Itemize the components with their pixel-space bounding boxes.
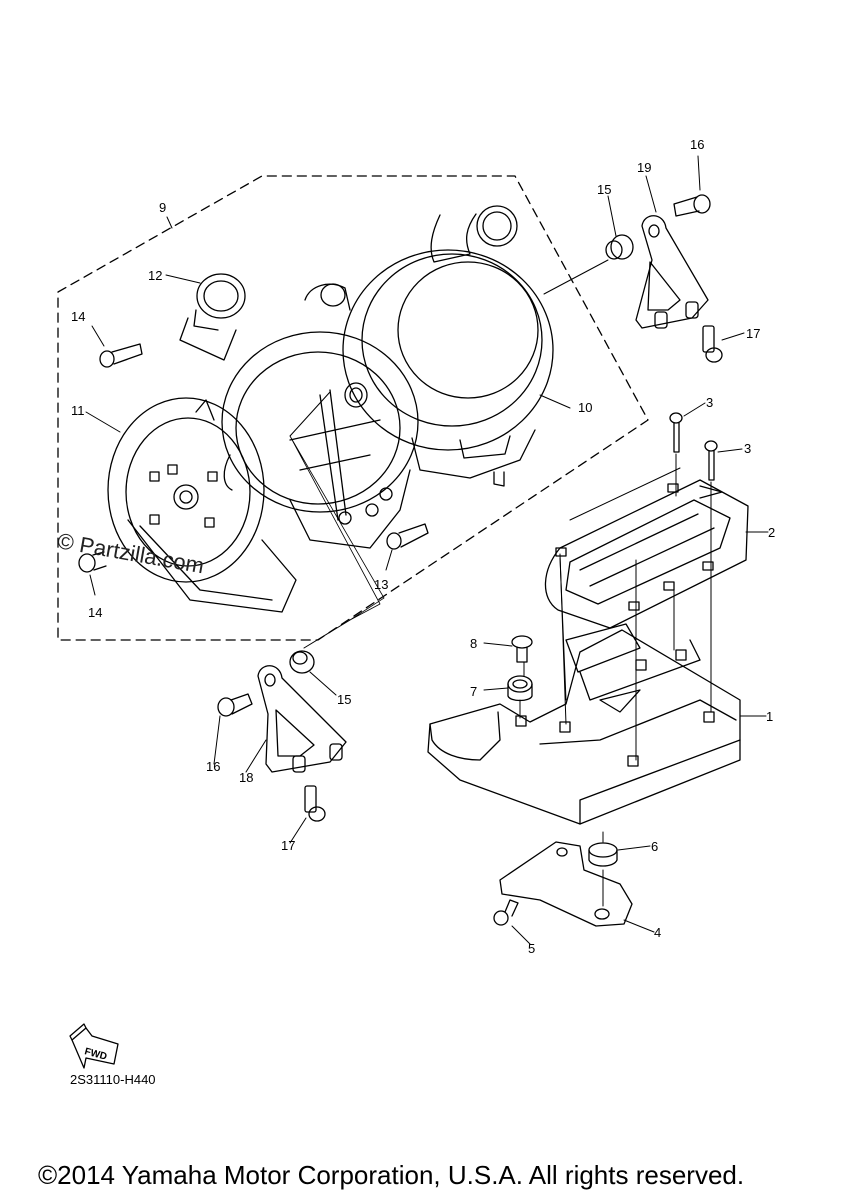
callout-18: 18 (239, 770, 253, 785)
callout-14a: 14 (71, 309, 85, 324)
base-housing-1 (427, 623, 741, 825)
screw-3-left (669, 412, 683, 453)
callout-1: 1 (766, 709, 773, 724)
bolt-16-upper (673, 194, 711, 217)
callout-5: 5 (528, 941, 535, 956)
callout-4: 4 (654, 925, 661, 940)
screw-14-lower (78, 551, 107, 573)
grommet-6 (588, 842, 618, 867)
leader-lines (85, 155, 769, 945)
callout-9: 9 (159, 200, 166, 215)
screw-13 (386, 523, 429, 550)
bracket-18 (257, 665, 347, 773)
damper-7 (507, 675, 533, 702)
callout-15a: 15 (597, 182, 611, 197)
callout-7: 7 (470, 684, 477, 699)
part-code: 2S31110-H440 (70, 1072, 156, 1087)
fwd-arrow-icon: FWD (69, 1023, 119, 1069)
bolt-17-lower (304, 785, 326, 822)
bolt-16-lower (217, 693, 253, 717)
callout-8: 8 (470, 636, 477, 651)
callout-2: 2 (768, 525, 775, 540)
bushing-15-upper (605, 234, 634, 260)
callout-14b: 14 (88, 605, 102, 620)
stay-plate-4 (499, 841, 633, 927)
tachometer-housing (342, 205, 554, 487)
lens-ring (179, 273, 246, 361)
callout-19: 19 (637, 160, 651, 175)
callout-3a: 3 (706, 395, 713, 410)
bolt-17-upper (702, 325, 723, 363)
callout-12: 12 (148, 268, 162, 283)
assembly-boundary (57, 175, 649, 641)
callout-13: 13 (374, 577, 388, 592)
screw-3-right (704, 440, 718, 481)
screw-14-upper (99, 343, 143, 368)
callout-15b: 15 (337, 692, 351, 707)
assembly-lines (289, 259, 712, 907)
callout-17a: 17 (746, 326, 760, 341)
callout-10: 10 (578, 400, 592, 415)
callout-17b: 17 (281, 838, 295, 853)
speedometer-housing (221, 283, 419, 549)
callout-11: 11 (71, 403, 85, 418)
callout-16a: 16 (690, 137, 704, 152)
bushing-15-lower (289, 650, 315, 674)
callout-3b: 3 (744, 441, 751, 456)
gauge-face (107, 397, 297, 613)
callout-16b: 16 (206, 759, 220, 774)
bracket-19 (635, 215, 709, 329)
bolt-5 (493, 899, 519, 926)
callout-6: 6 (651, 839, 658, 854)
cover-2 (544, 479, 749, 629)
screw-8 (511, 635, 533, 663)
copyright-notice: ©2014 Yamaha Motor Corporation, U.S.A. A… (38, 1160, 745, 1190)
callout-numbers: 1 2 3 3 4 5 6 7 8 9 10 11 12 13 14 14 15… (71, 137, 775, 956)
